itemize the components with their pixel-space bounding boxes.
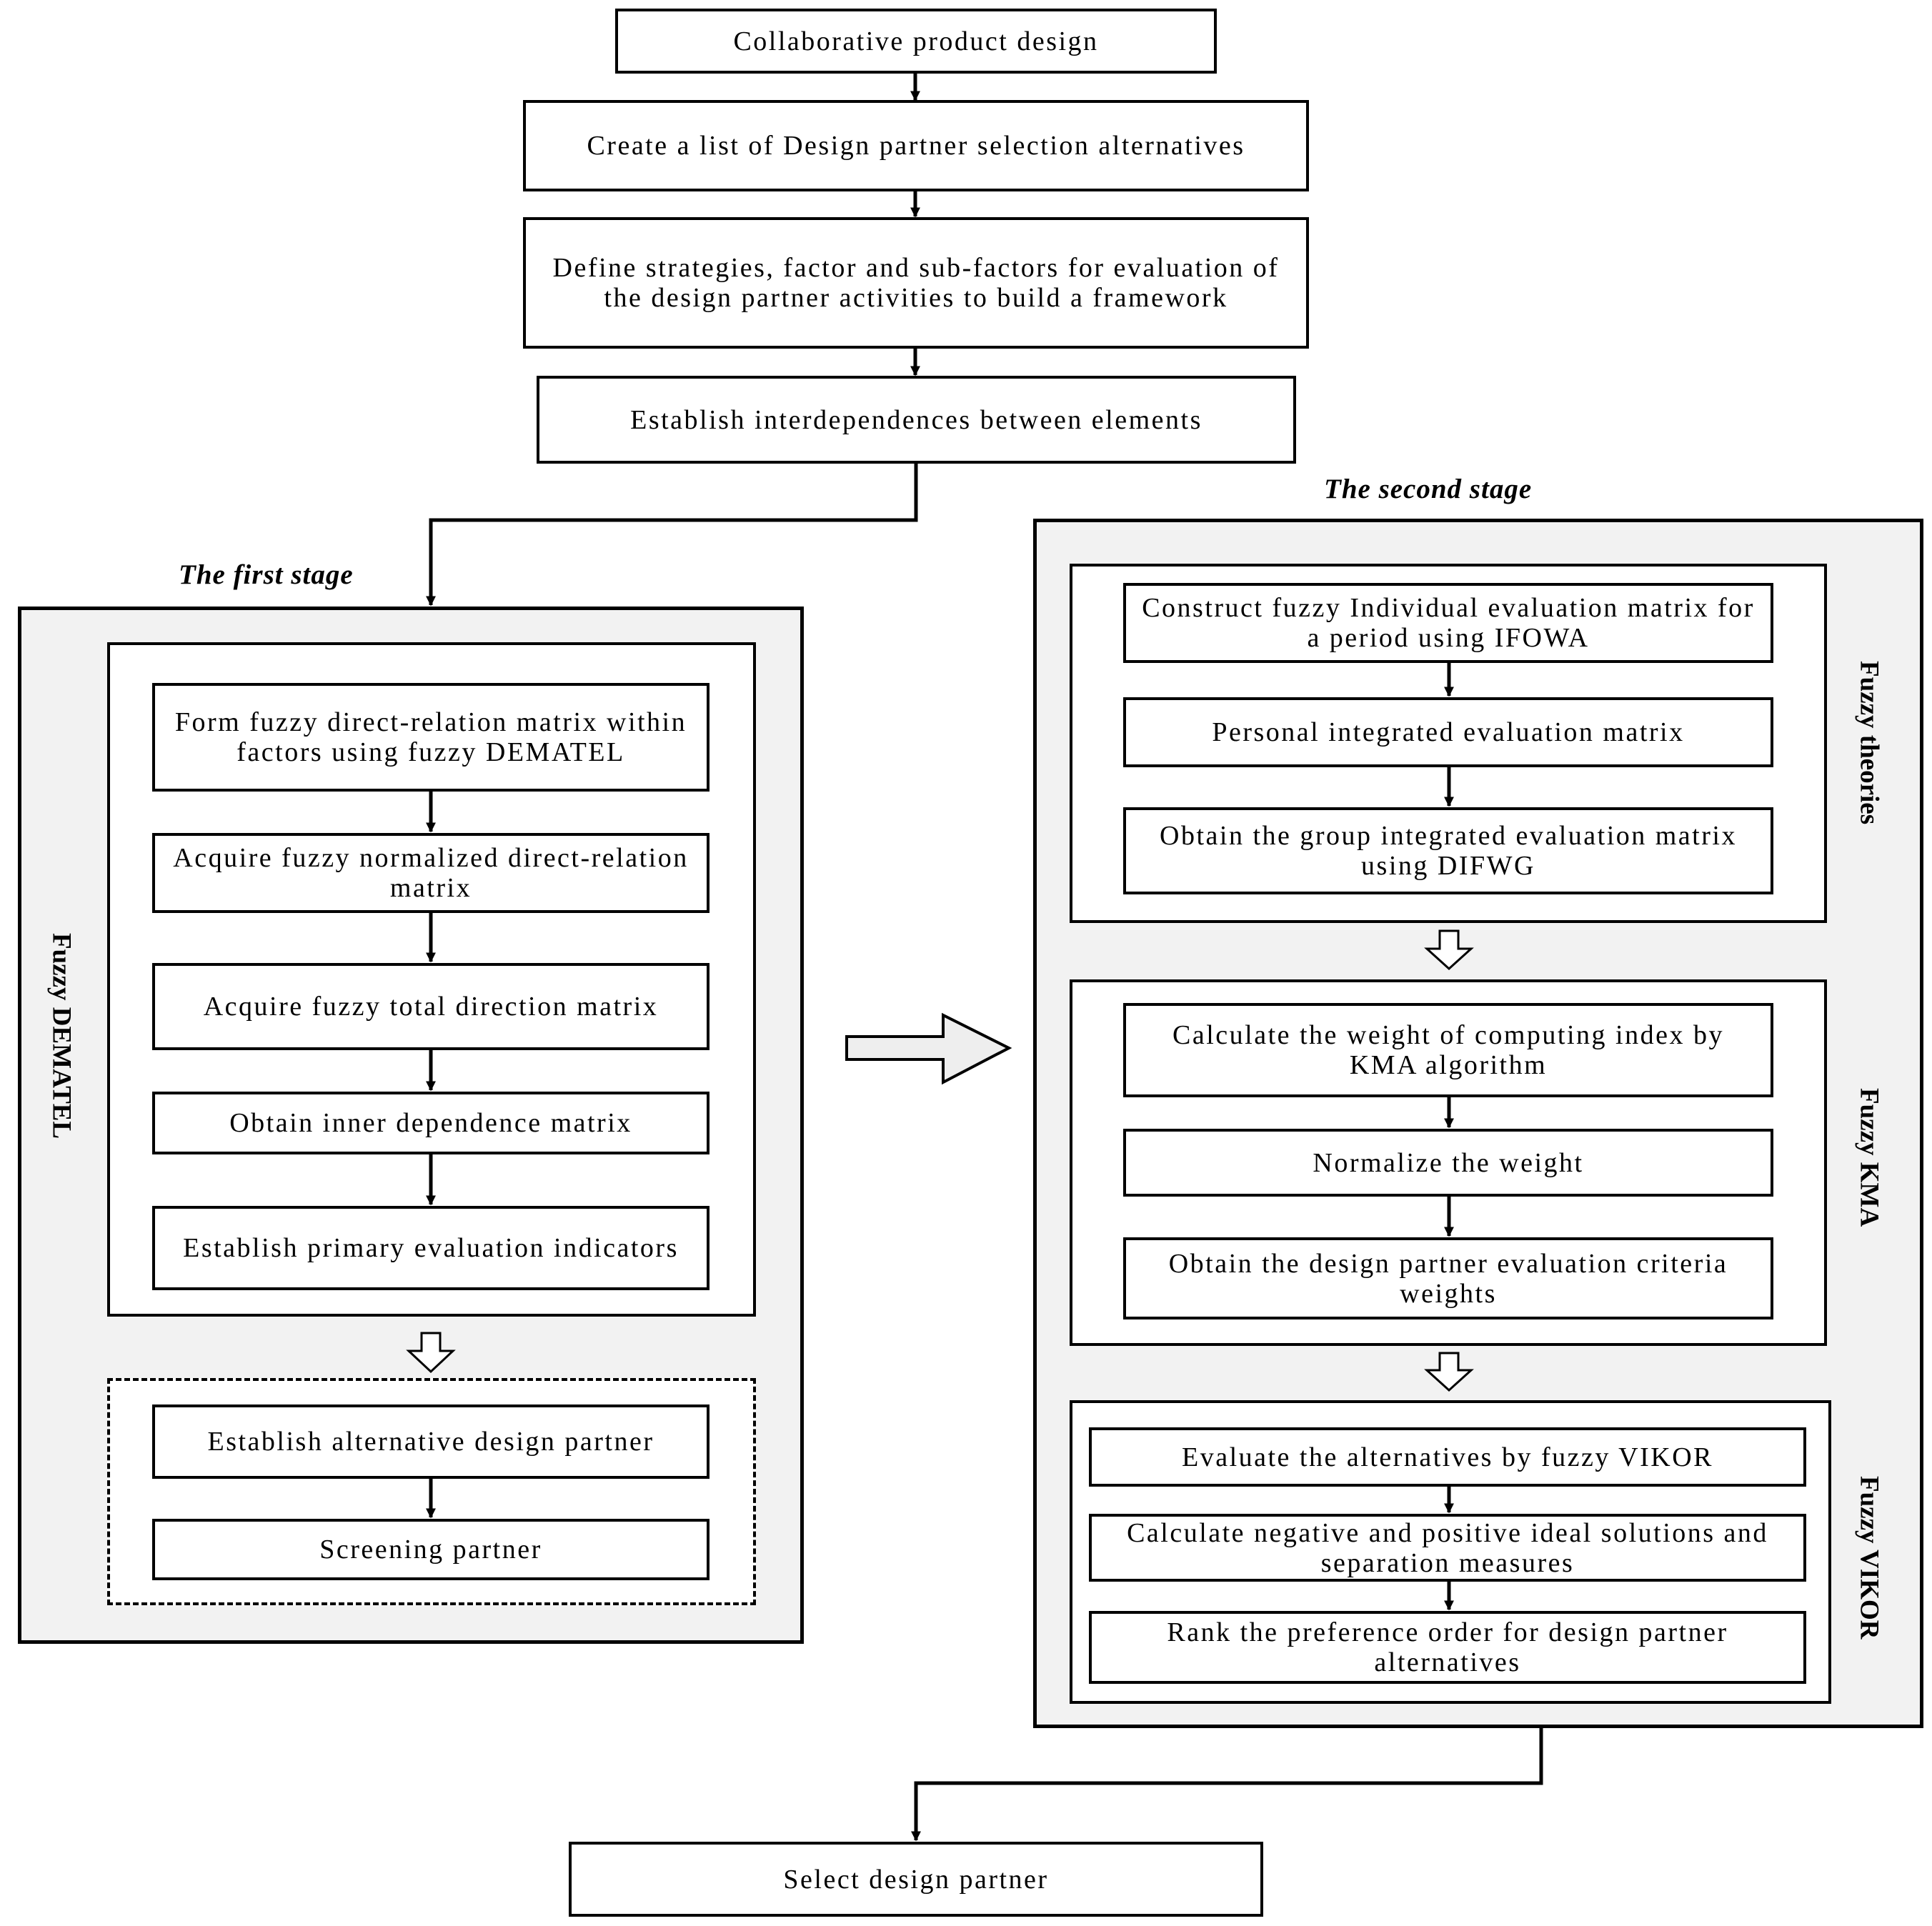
hollow-arrow-down-kma-to-vikor [1424, 1352, 1474, 1392]
establish-interdependences-box: Establish interdependences between eleme… [537, 376, 1296, 464]
calculate-weight-kma-box: Calculate the weight of computing index … [1123, 1003, 1773, 1097]
second-stage-title: The second stage [1324, 474, 1533, 504]
fuzzy-vikor-label: Fuzzy VIKOR [1854, 1475, 1884, 1640]
acquire-total-direction-box: Acquire fuzzy total direction matrix [152, 963, 709, 1050]
fuzzy-kma-label: Fuzzy KMA [1854, 1087, 1884, 1227]
create-list-box: Create a list of Design partner selectio… [523, 100, 1309, 191]
screening-partner-box: Screening partner [152, 1519, 709, 1580]
obtain-inner-dependence-box: Obtain inner dependence matrix [152, 1092, 709, 1154]
hollow-arrow-right-between-stages [845, 1012, 1012, 1085]
hollow-arrow-down-first-stage [406, 1332, 456, 1374]
form-fuzzy-direct-relation-box: Form fuzzy direct-relation matrix within… [152, 683, 709, 792]
calculate-ideal-solutions-box: Calculate negative and positive ideal so… [1089, 1514, 1806, 1582]
define-strategies-box: Define strategies, factor and sub-factor… [523, 217, 1309, 349]
fuzzy-theories-label: Fuzzy theories [1854, 661, 1884, 825]
select-design-partner-box: Select design partner [569, 1842, 1263, 1917]
hollow-arrow-down-theories-to-kma [1424, 929, 1474, 971]
construct-individual-matrix-box: Construct fuzzy Individual evaluation ma… [1123, 583, 1773, 663]
group-integrated-matrix-box: Obtain the group integrated evaluation m… [1123, 807, 1773, 894]
acquire-normalized-matrix-box: Acquire fuzzy normalized direct-relation… [152, 833, 709, 913]
criteria-weights-box: Obtain the design partner evaluation cri… [1123, 1237, 1773, 1319]
establish-primary-indicators-box: Establish primary evaluation indicators [152, 1206, 709, 1290]
establish-alternative-partner-box: Establish alternative design partner [152, 1404, 709, 1479]
rank-preference-order-box: Rank the preference order for design par… [1089, 1611, 1806, 1684]
arrow-to-select-partner [911, 1728, 1543, 1842]
collaborative-product-design-box: Collaborative product design [615, 9, 1217, 74]
personal-integrated-matrix-box: Personal integrated evaluation matrix [1123, 697, 1773, 767]
normalize-weight-box: Normalize the weight [1123, 1129, 1773, 1197]
fuzzy-dematel-label: Fuzzy DEMATEL [46, 932, 76, 1139]
arrow-to-first-stage [426, 464, 918, 607]
evaluate-alternatives-vikor-box: Evaluate the alternatives by fuzzy VIKOR [1089, 1427, 1806, 1487]
first-stage-title: The first stage [179, 559, 354, 590]
